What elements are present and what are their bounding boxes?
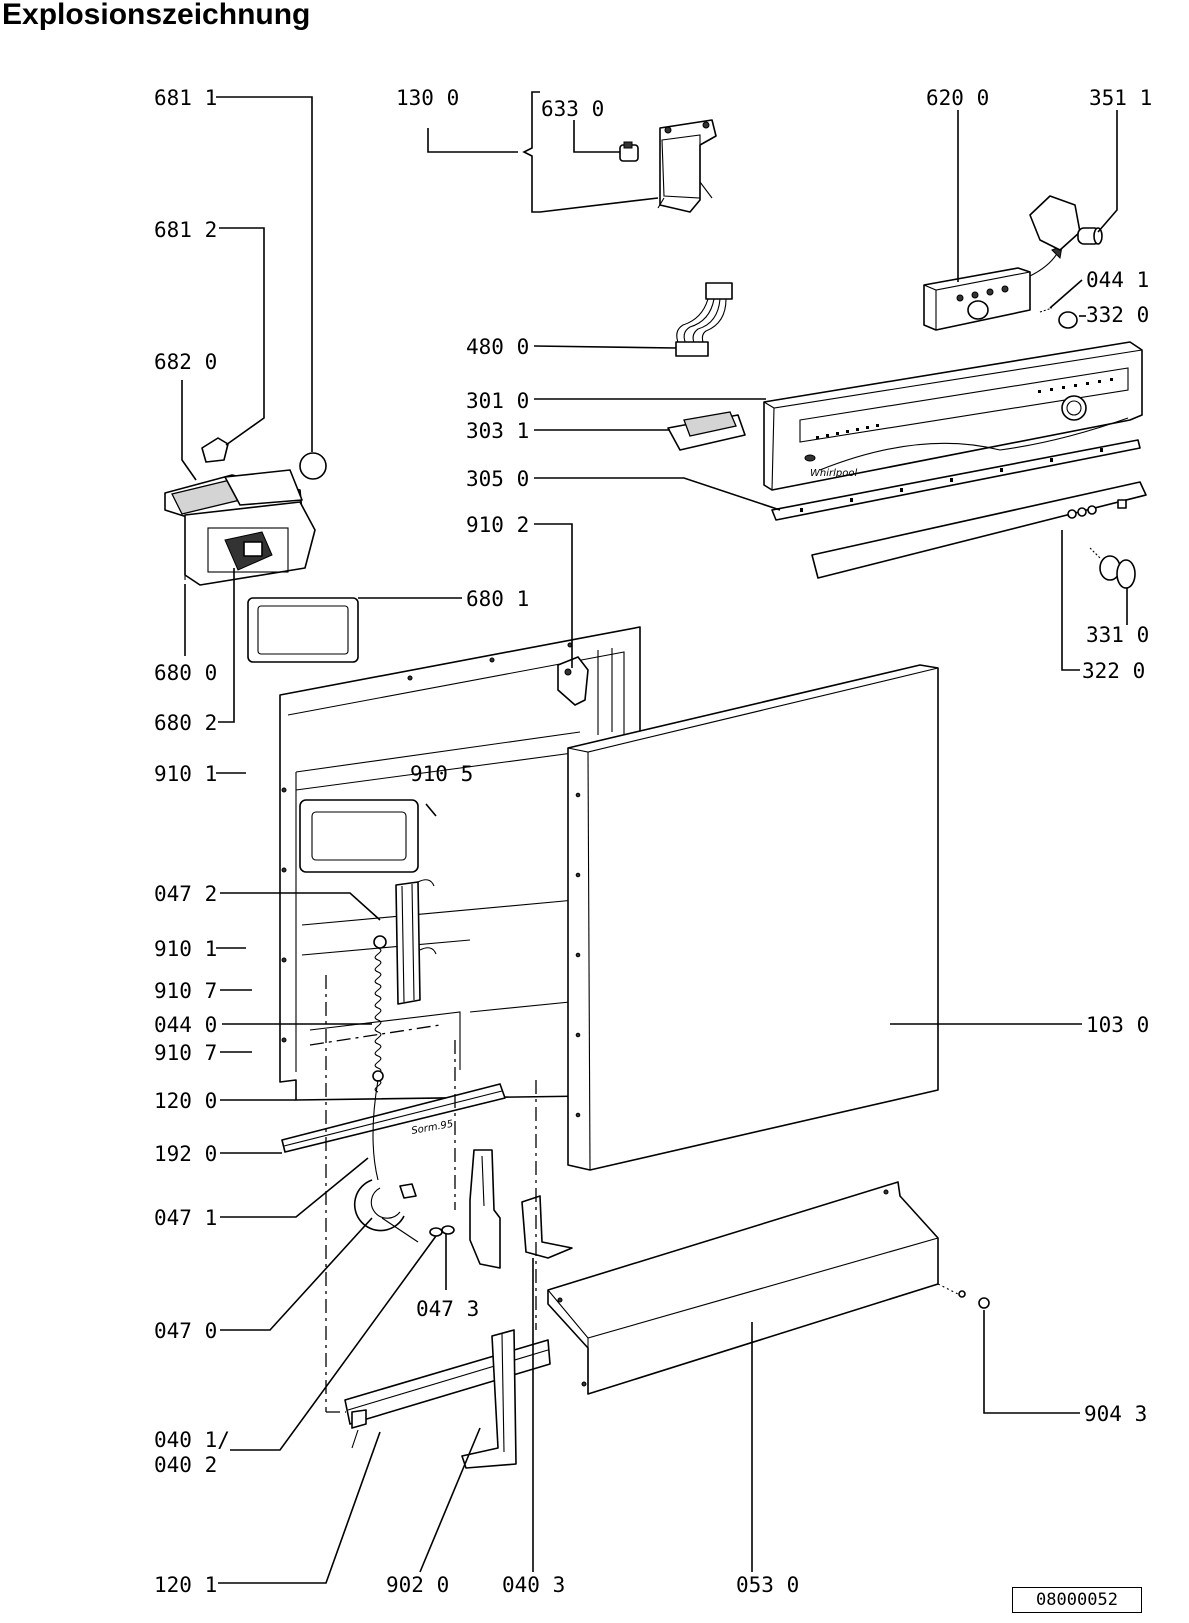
page-title: Explosionszeichnung [2, 0, 311, 31]
callout-192-0: 192 0 [154, 1142, 217, 1166]
callout-047-0: 047 0 [154, 1319, 217, 1343]
callout-910-7-lower: 910 7 [154, 1041, 217, 1065]
callout-040-3: 040 3 [502, 1573, 565, 1597]
hinge-bracket [429, 1149, 501, 1269]
door-spring [372, 935, 387, 1181]
control-panel: Whirlpool [763, 341, 1143, 491]
display-cover [667, 411, 746, 451]
kick-plate [547, 1181, 990, 1395]
callout-301-0: 301 0 [466, 389, 529, 413]
callout-910-5: 910 5 [410, 762, 473, 786]
callout-130-0: 130 0 [396, 86, 459, 110]
callout-910-1-upper: 910 1 [154, 762, 217, 786]
callout-332-0: 332 0 [1086, 303, 1149, 327]
dispenser-seal [247, 597, 359, 663]
callout-480-0: 480 0 [466, 335, 529, 359]
callout-680-1: 680 1 [466, 587, 529, 611]
callout-910-7-upper: 910 7 [154, 979, 217, 1003]
callout-620-0: 620 0 [926, 86, 989, 110]
callout-904-3: 904 3 [1084, 1402, 1147, 1426]
wiring-harness [675, 282, 733, 357]
door-hinge [353, 1179, 419, 1243]
callout-044-1: 044 1 [1086, 268, 1149, 292]
callout-682-0: 682 0 [154, 350, 217, 374]
program-module [923, 195, 1103, 331]
callout-040-1: 040 1/ [154, 1428, 230, 1452]
foot-bracket [461, 1329, 517, 1469]
front-strip [811, 481, 1147, 589]
parts-drawing: Whirlpool [164, 119, 1147, 1469]
leader-lines [181, 91, 1128, 1584]
alignment-lines [309, 975, 537, 1413]
callout-047-1: 047 1 [154, 1206, 217, 1230]
callout-labels: 681 1 130 0 633 0 620 0 351 1 681 2 044 … [154, 86, 1152, 1597]
callout-120-1: 120 1 [154, 1573, 217, 1597]
callout-040-2: 040 2 [154, 1453, 217, 1477]
callout-910-1-lower: 910 1 [154, 937, 217, 961]
callout-902-0: 902 0 [386, 1573, 449, 1597]
callout-322-0: 322 0 [1082, 659, 1145, 683]
callout-044-0: 044 0 [154, 1013, 217, 1037]
callout-633-0: 633 0 [541, 97, 604, 121]
outer-door-panel [567, 664, 939, 1171]
lower-door-rail [344, 1339, 551, 1449]
callout-120-0: 120 0 [154, 1089, 217, 1113]
callout-910-2: 910 2 [466, 513, 529, 537]
side-bracket [521, 1195, 573, 1259]
callout-681-2: 681 2 [154, 218, 217, 242]
callout-680-0: 680 0 [154, 661, 217, 685]
drawing-number-box: 08000052 [1012, 1587, 1142, 1613]
panel-brand-label: Whirlpool [810, 468, 857, 479]
callout-681-1: 681 1 [154, 86, 217, 110]
callout-305-0: 305 0 [466, 467, 529, 491]
callout-047-2: 047 2 [154, 882, 217, 906]
spring-mark-label: Sorm.95 [411, 1119, 455, 1137]
panel-strip [771, 439, 1141, 521]
callout-047-3: 047 3 [416, 1297, 479, 1321]
lower-rail: Sorm.95 [281, 1083, 506, 1153]
callout-053-0: 053 0 [736, 1573, 799, 1597]
callout-680-2: 680 2 [154, 711, 217, 735]
door-lock [619, 119, 717, 213]
callout-331-0: 331 0 [1086, 623, 1149, 647]
callout-303-1: 303 1 [466, 419, 529, 443]
detergent-dispenser [164, 437, 327, 586]
callout-103-0: 103 0 [1086, 1013, 1149, 1037]
callout-351-1: 351 1 [1089, 86, 1152, 110]
